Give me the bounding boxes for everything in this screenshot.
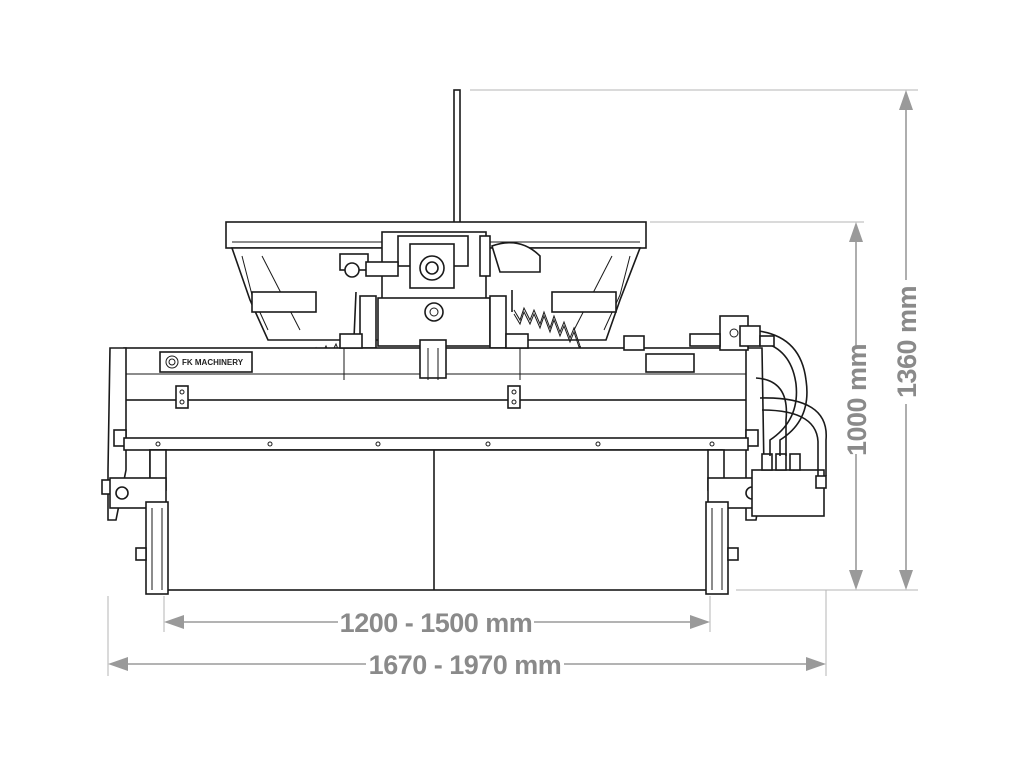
dimension-brush-width: 1200 - 1500 mm	[164, 608, 710, 638]
support-wheel-left	[109, 477, 169, 595]
brand-label: FK MACHINERY	[182, 358, 244, 367]
sweeper-machine: FK MACHINERY	[101, 89, 827, 595]
coupling-mount	[339, 231, 541, 349]
brand-logo: FK MACHINERY	[159, 351, 253, 373]
total-height-label: 1360 mm	[892, 286, 922, 398]
total-width-label: 1670 - 1970 mm	[369, 650, 562, 680]
body-height-label: 1000 mm	[842, 344, 872, 456]
brush-width-label: 1200 - 1500 mm	[340, 608, 533, 638]
dimension-lines: 1200 - 1500 mm 1670 - 1970 mm 1000 mm 13…	[107, 89, 922, 680]
dimension-total-height: 1360 mm	[892, 90, 922, 590]
dimension-body-height: 1000 mm	[842, 222, 872, 590]
dimension-total-width: 1670 - 1970 mm	[108, 650, 826, 680]
brush-cover-strip	[123, 437, 749, 451]
hydraulic-valve-block	[623, 315, 775, 351]
brush-roll	[149, 449, 725, 591]
hydraulic-motor	[751, 453, 827, 517]
marker-rod	[453, 89, 461, 239]
